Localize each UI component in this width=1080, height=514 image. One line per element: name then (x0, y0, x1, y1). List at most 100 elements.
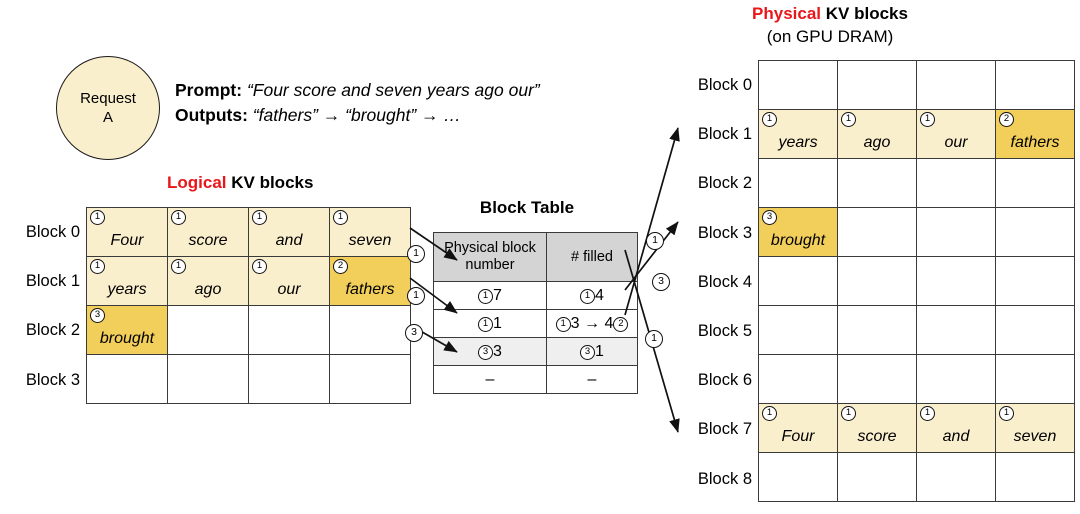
token-text: Four (110, 232, 144, 249)
kv-slot (758, 256, 838, 306)
kv-slot (837, 452, 917, 502)
block-row-label: Block 5 (697, 322, 752, 340)
step-badge-icon: 1 (478, 288, 494, 304)
prompt-text: “Four score and seven years ago our” (246, 80, 540, 100)
kv-slot (329, 305, 411, 355)
logical-title-rest: KV blocks (226, 173, 314, 192)
kv-slot (837, 158, 917, 208)
step-badge-icon: 1 (999, 406, 1014, 421)
block-row-label: Block 3 (697, 223, 752, 242)
token-text: and (942, 428, 970, 445)
step-badge-icon: 1 (333, 210, 348, 225)
step-badge-icon: 3 (762, 210, 777, 225)
step-badge-icon: 1 (171, 210, 186, 225)
filled-count-value: 3 → 4 (570, 314, 614, 332)
logical-title-accent: Logical (167, 173, 227, 192)
kv-slot: 1 ago (837, 109, 917, 159)
token-text: seven (1013, 428, 1057, 445)
logical-kv-blocks-title: Logical KV blocks (167, 173, 313, 193)
kv-slot: 1 our (248, 256, 330, 306)
arrow-step-badge-icon: 3 (405, 324, 423, 342)
token-text: ago (863, 134, 891, 151)
kv-slot (995, 452, 1075, 502)
kv-block-row (758, 452, 1075, 502)
token-text: fathers (1010, 134, 1060, 151)
kv-slot: 1 seven (995, 403, 1075, 453)
step-badge-icon: 1 (252, 259, 267, 274)
step-badge-icon: 2 (613, 316, 629, 332)
kv-slot (758, 158, 838, 208)
block-row-label: Block 3 (25, 370, 80, 389)
arrow-step-badge-icon: 1 (407, 245, 425, 263)
arrow-step-badge-icon: 1 (407, 287, 425, 305)
kv-slot (837, 305, 917, 355)
block-row-label: Block 0 (25, 223, 80, 241)
block-row-label: Block 1 (697, 125, 752, 144)
token-text: and (275, 232, 303, 249)
block-row-label: Block 6 (697, 371, 752, 390)
request-label-line2: A (102, 109, 113, 126)
physical-block-number-value: – (485, 370, 495, 388)
token-text: score (857, 428, 897, 445)
block-row-label: Block 4 (697, 272, 752, 291)
kv-slot (837, 354, 917, 404)
kv-slot (916, 60, 996, 110)
step-badge-icon: 1 (171, 259, 186, 274)
filled-count-cell: – (546, 365, 638, 394)
kv-slot (916, 354, 996, 404)
physical-block-number-value: 1 (493, 314, 502, 332)
kv-slot (758, 452, 838, 502)
token-text: our (277, 281, 301, 298)
outputs-line: Outputs: “fathers” → “brought” → … (175, 103, 540, 128)
physical-title-subtitle: (on GPU DRAM) (766, 27, 894, 46)
token-text: score (188, 232, 228, 249)
token-text: fathers (345, 281, 395, 298)
kv-slot (995, 354, 1075, 404)
kv-block-row (758, 354, 1075, 404)
step-badge-icon: 3 (478, 344, 494, 360)
kv-slot (916, 305, 996, 355)
prompt-line: Prompt: “Four score and seven years ago … (175, 78, 540, 103)
physical-block-number-cell: – (433, 365, 547, 394)
kv-block-row (758, 158, 1075, 208)
step-badge-icon: 1 (920, 406, 935, 421)
kv-slot (837, 60, 917, 110)
kv-block-row (758, 256, 1075, 306)
filled-count-value: 4 (595, 286, 604, 304)
kv-slot (837, 207, 917, 257)
block-row-label: Block 2 (697, 174, 752, 193)
kv-slot: 1 and (916, 403, 996, 453)
block-table-title: Block Table (479, 198, 575, 217)
arrow-step-badge-icon: 1 (645, 330, 663, 348)
kv-slot (86, 354, 168, 404)
block-row-label: Block 2 (25, 321, 80, 340)
step-badge-icon: 1 (762, 406, 777, 421)
kv-slot (758, 305, 838, 355)
outputs-text: “fathers” → “brought” → … (252, 105, 461, 125)
step-badge-icon: 2 (333, 259, 348, 274)
step-badge-icon: 1 (555, 316, 571, 332)
request-node: Request A (56, 56, 160, 160)
kv-slot (837, 256, 917, 306)
kv-slot (916, 207, 996, 257)
kv-slot (167, 354, 249, 404)
block-row-label: Block 7 (697, 420, 752, 439)
block-table-header-physical: Physical block number (433, 232, 547, 282)
step-badge-icon: 1 (841, 112, 856, 127)
kv-slot (758, 60, 838, 110)
token-text: our (944, 134, 968, 151)
